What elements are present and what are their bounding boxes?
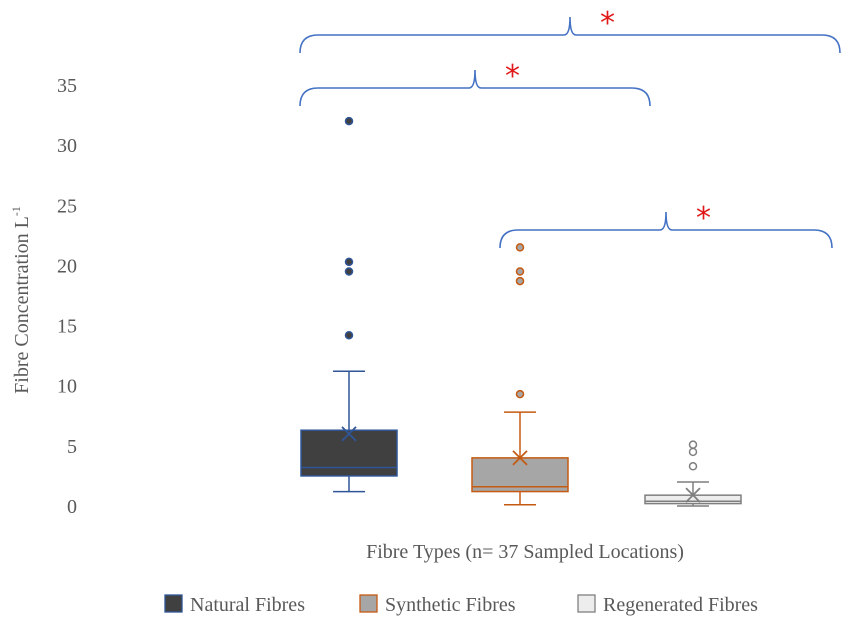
legend-label: Natural Fibres [190, 594, 305, 616]
legend-swatch [577, 594, 596, 613]
significance-star: * [505, 59, 520, 94]
legend-item: Natural Fibres [164, 594, 305, 616]
y-tick-label: 15 [57, 316, 77, 338]
box-series [644, 440, 742, 507]
y-tick-label: 0 [67, 496, 77, 518]
significance-star: * [696, 201, 711, 236]
y-axis-label-superscript: -1 [9, 206, 23, 216]
significance-brackets: * * * [299, 6, 841, 249]
significance-bracket [299, 16, 841, 54]
significance-bracket [299, 69, 651, 107]
y-tick-label: 35 [57, 75, 77, 97]
legend-label: Synthetic Fibres [385, 594, 516, 616]
box-series-group [300, 116, 742, 507]
y-axis-label: Fibre Concentration L-1 [9, 206, 33, 394]
y-tick-label: 30 [57, 135, 77, 157]
legend-item: Synthetic Fibres [359, 594, 516, 616]
y-tick-label: 5 [67, 436, 77, 458]
outlier-point [515, 389, 525, 399]
outlier-point [344, 116, 354, 126]
x-axis-label: Fibre Types (n= 37 Sampled Locations) [366, 541, 684, 563]
y-axis-label-text: Fibre Concentration L [11, 216, 33, 394]
y-tick-label: 10 [57, 376, 77, 398]
y-tick-label: 20 [57, 255, 77, 277]
box-series [300, 116, 398, 493]
legend-swatch [359, 594, 378, 613]
outlier-point [515, 267, 525, 276]
significance-star: * [600, 6, 615, 41]
y-tick-label: 25 [57, 195, 77, 217]
outlier-point [344, 257, 354, 267]
outlier-point [688, 447, 698, 457]
legend-label: Regenerated Fibres [603, 594, 758, 616]
box [471, 457, 569, 493]
outlier-point [688, 462, 698, 471]
outlier-point [344, 267, 354, 276]
outlier-point [515, 243, 525, 252]
outlier-point [515, 276, 525, 286]
legend: Natural Fibres Synthetic Fibres Regenerate… [164, 594, 758, 616]
legend-swatch [164, 594, 183, 613]
box [300, 429, 398, 477]
mean-marker [512, 450, 528, 466]
outlier-point [688, 440, 698, 449]
mean-marker [341, 426, 357, 442]
box-series [471, 243, 569, 506]
y-axis-ticks: 0 5 10 15 20 25 30 35 [57, 75, 77, 518]
mean-marker [685, 487, 701, 503]
significance-bracket [499, 211, 833, 249]
legend-item: Regenerated Fibres [577, 594, 758, 616]
outlier-point [344, 330, 354, 340]
